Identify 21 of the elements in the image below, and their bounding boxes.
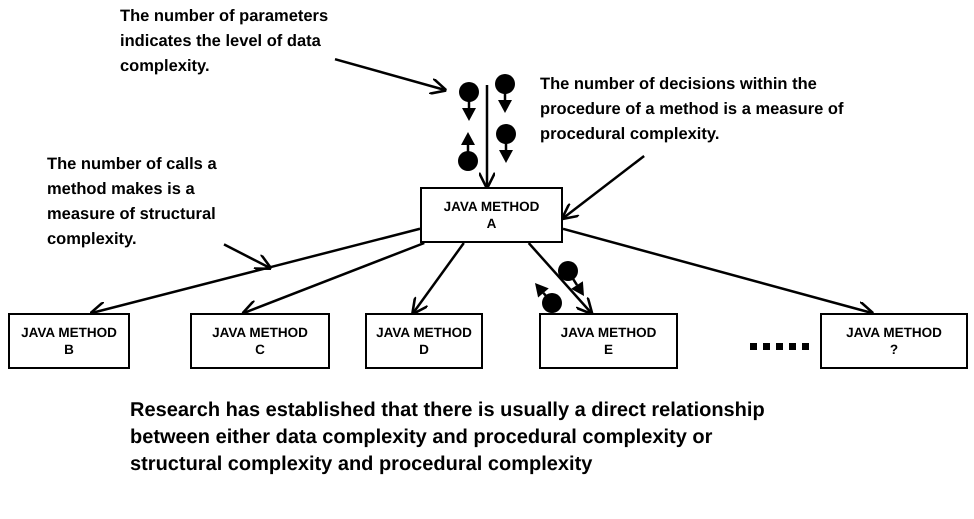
box-label: JAVA METHOD ? [845, 324, 943, 358]
box-label: JAVA METHOD C [211, 324, 309, 358]
annotation-text: The number of parameters indicates the level of data complexity. [120, 4, 335, 80]
box-label: JAVA METHOD E [560, 324, 658, 358]
arrow [410, 242, 465, 316]
annotation-text: The number of calls a method makes is a measure of structural complexity. [47, 152, 224, 254]
method-box [8, 313, 130, 369]
method-box [190, 313, 330, 369]
box-label: JAVA METHOD A [442, 198, 540, 232]
method-box [365, 313, 483, 369]
caption: Research has established that there is usually a direct relationship between either data complexity and procedural complexity or structural complexity and procedural complexity [130, 398, 766, 477]
box-label: JAVA METHOD D [375, 324, 473, 358]
leader-arrow [223, 243, 273, 270]
leader-arrow [334, 58, 448, 96]
method-box [539, 313, 678, 369]
arrow [478, 85, 496, 190]
box-label: JAVA METHOD B [20, 324, 118, 358]
arrow [528, 242, 594, 316]
method-box [420, 187, 563, 243]
method-box [820, 313, 968, 369]
annotation-text: The number of decisions within the procedure of a method is a measure of procedural complexity. [540, 72, 860, 156]
